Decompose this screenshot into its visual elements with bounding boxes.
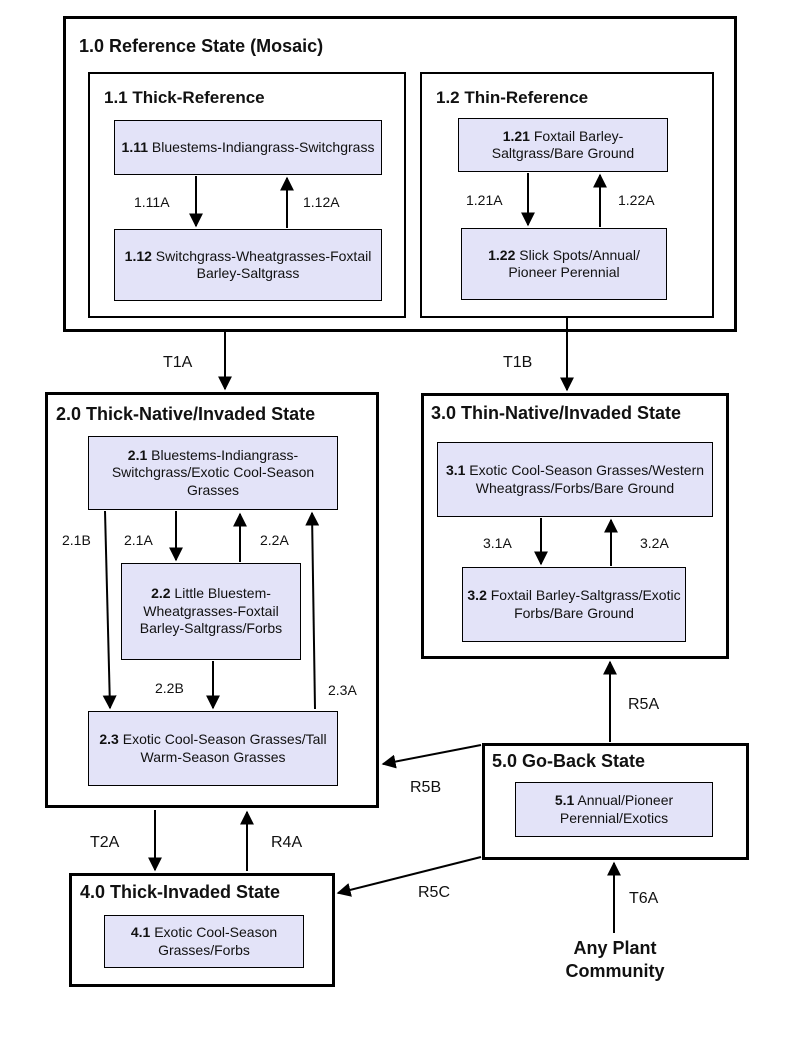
state-4-0-title: 4.0 Thick-Invaded State	[80, 882, 281, 902]
community-1-11: 1.11 Bluestems-Indiangrass-Switchgrass	[114, 120, 382, 175]
community-2-2: 2.2 Little Bluestem-Wheatgrasses-Foxtail…	[121, 563, 301, 660]
transition-label-1-11a: 1.11A	[134, 194, 170, 210]
community-3-1: 3.1 Exotic Cool-Season Grasses/Western W…	[437, 442, 713, 517]
transition-label-t1b: T1B	[503, 354, 533, 371]
transition-label-3-1a: 3.1A	[483, 535, 512, 551]
transition-label-1-12a: 1.12A	[303, 194, 340, 210]
transition-label-r5b: R5B	[410, 779, 442, 796]
transition-label-t1a: T1A	[163, 354, 193, 371]
community-2-3: 2.3 Exotic Cool-Season Grasses/Tall Warm…	[88, 711, 338, 786]
state-5-0-title: 5.0 Go-Back State	[492, 751, 646, 771]
transition-label-2-1a: 2.1A	[124, 532, 153, 548]
arrow-2-3a	[305, 511, 320, 710]
transition-label-r5a: R5A	[628, 696, 660, 713]
community-1-21: 1.21 Foxtail Barley-Saltgrass/Bare Groun…	[458, 118, 668, 172]
state-3-0-title: 3.0 Thin-Native/Invaded State	[431, 403, 682, 423]
community-4-1: 4.1 Exotic Cool-Season Grasses/Forbs	[104, 915, 304, 968]
transition-label-3-2a: 3.2A	[640, 535, 669, 551]
state-1-1-title: 1.1 Thick-Reference	[104, 88, 265, 107]
state-2-0-title: 2.0 Thick-Native/Invaded State	[56, 404, 316, 424]
transition-label-2-2a: 2.2A	[260, 532, 289, 548]
state-1-2-title: 1.2 Thin-Reference	[436, 88, 589, 107]
community-1-12: 1.12 Switchgrass-Wheatgrasses-Foxtail Ba…	[114, 229, 382, 301]
arrow-r5c	[336, 856, 482, 897]
transition-label-t2a: T2A	[90, 834, 120, 851]
transition-label-2-3a: 2.3A	[328, 682, 357, 698]
arrow-2-1b	[102, 510, 117, 710]
community-5-1: 5.1 Annual/Pioneer Perennial/Exotics	[515, 782, 713, 837]
transition-label-1-22a: 1.22A	[618, 192, 655, 208]
transition-label-1-21a: 1.21A	[466, 192, 503, 208]
state-1-0-title: 1.0 Reference State (Mosaic)	[79, 36, 324, 56]
transition-label-r4a: R4A	[271, 834, 303, 851]
transition-label-r5c: R5C	[418, 884, 451, 901]
transition-label-2-2b: 2.2B	[155, 680, 184, 696]
community-2-1: 2.1 Bluestems-Indiangrass-Switchgrass/Ex…	[88, 436, 338, 510]
any-plant-community-label: Any Plant Community	[565, 938, 665, 981]
community-1-22: 1.22 Slick Spots/Annual/ Pioneer Perenni…	[461, 228, 667, 300]
arrow-r5b	[381, 744, 482, 769]
transition-label-t6a: T6A	[629, 890, 659, 907]
community-3-2: 3.2 Foxtail Barley-Saltgrass/Exotic Forb…	[462, 567, 686, 642]
transition-label-2-1b: 2.1B	[62, 532, 91, 548]
